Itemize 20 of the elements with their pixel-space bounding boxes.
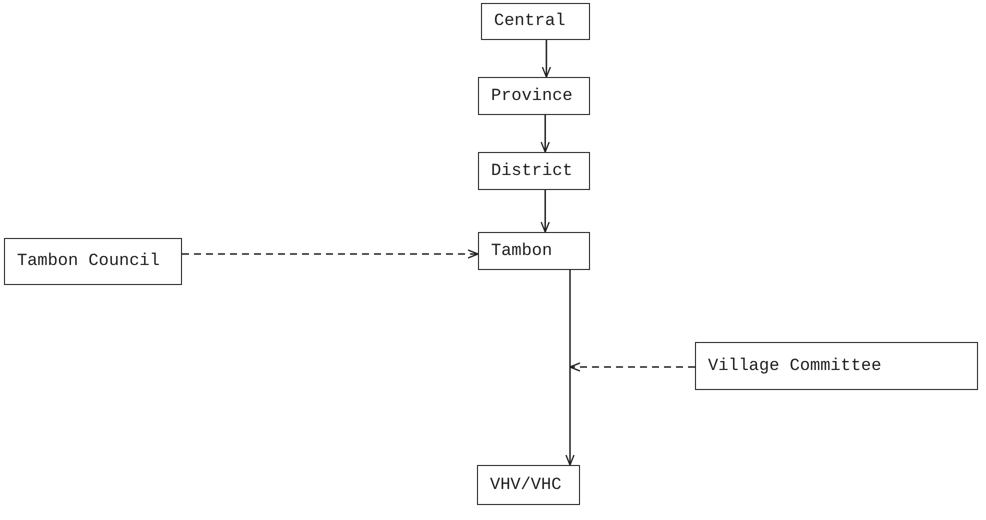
box-label: District: [491, 162, 573, 180]
box: [478, 152, 590, 190]
box-label: Province: [491, 86, 573, 106]
box-label: Central: [494, 12, 566, 31]
dashed-arrow: [569, 362, 695, 372]
dashed-arrow: [182, 249, 479, 259]
arrow: [540, 190, 550, 233]
box-label: Tambon Council: [17, 252, 160, 271]
box-label: VHV/VHC: [490, 476, 562, 494]
arrow: [565, 270, 575, 466]
arrow: [540, 115, 550, 153]
box: [478, 77, 590, 115]
box: [477, 465, 580, 505]
box: [695, 342, 978, 390]
box-label: Village Committee: [708, 356, 882, 376]
box: [4, 238, 182, 285]
box-label: Tambon: [491, 242, 552, 260]
arrow: [542, 40, 552, 78]
box: [481, 3, 590, 40]
box: [478, 232, 590, 270]
